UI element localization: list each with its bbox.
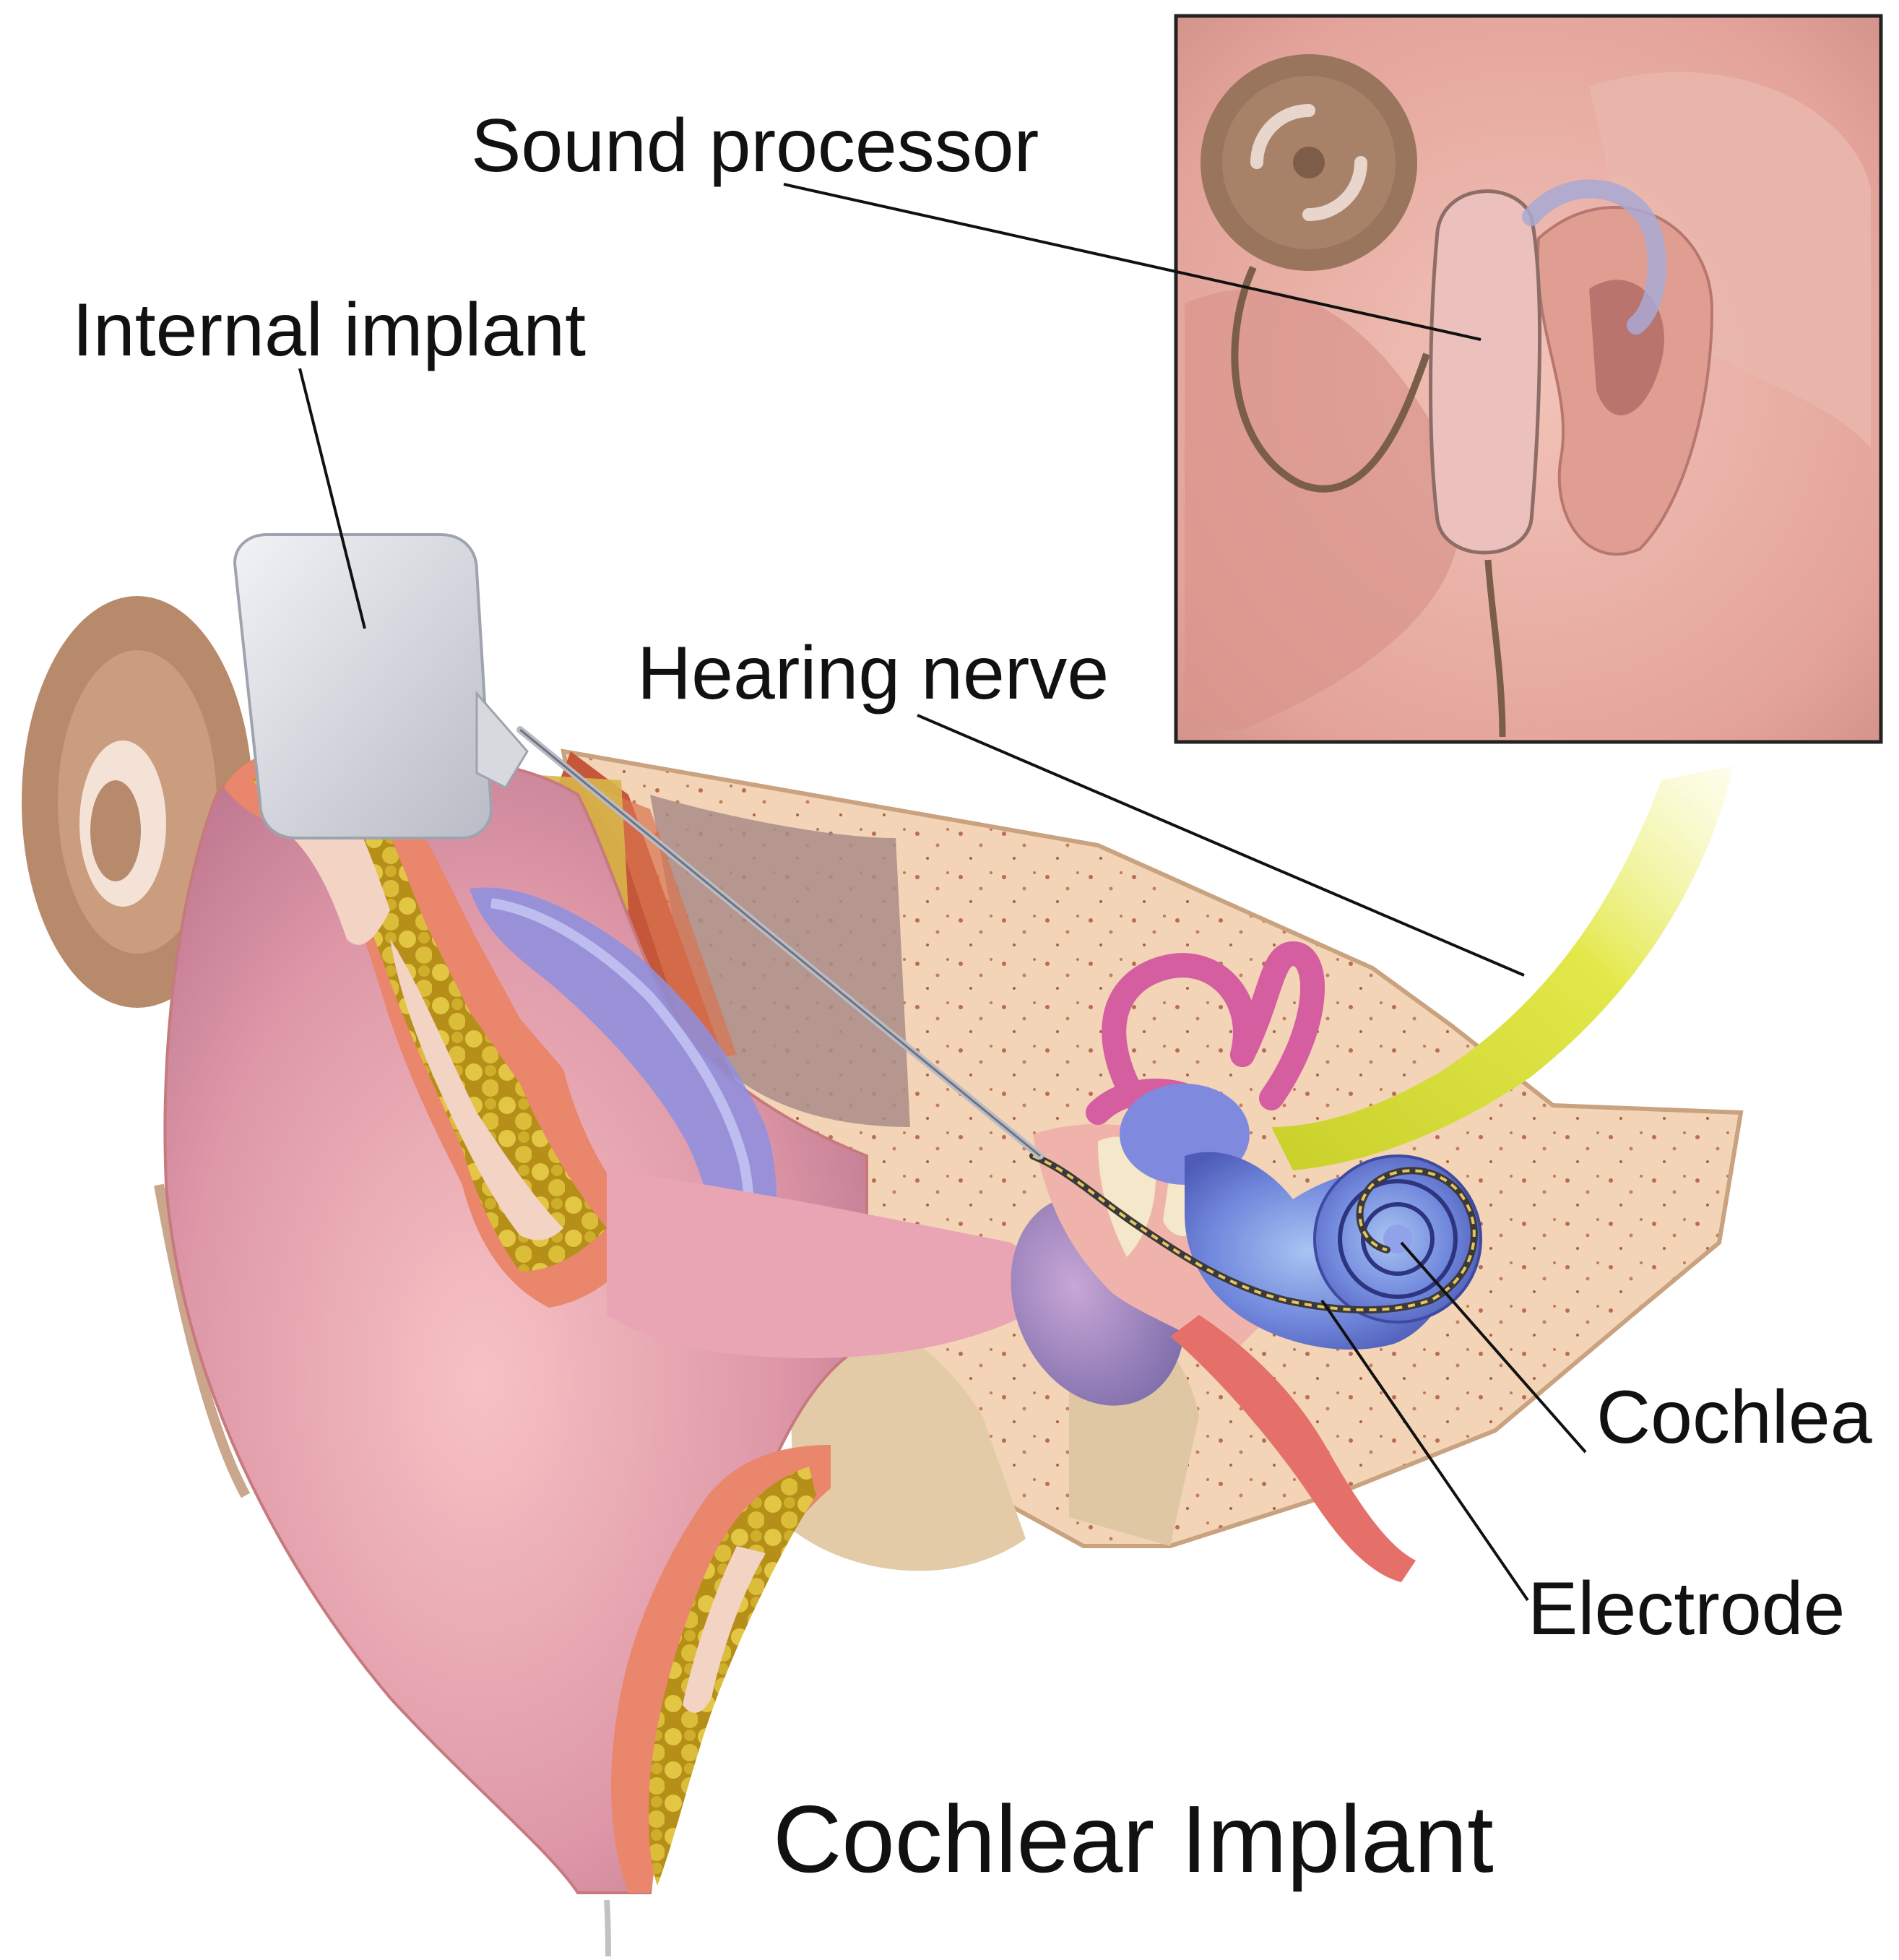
leader-electrode [1320, 1299, 1529, 1602]
cochlea-shape [1185, 1152, 1482, 1350]
label-sound-processor: Sound processor [471, 104, 1039, 188]
leader-internal-implant [298, 368, 366, 629]
transmitter-coil-icon [1201, 54, 1417, 271]
ear-cross-section [22, 533, 1744, 1957]
label-electrode: Electrode [1528, 1567, 1846, 1651]
leader-sound-processor [783, 183, 1481, 341]
label-cochlea: Cochlea [1596, 1376, 1872, 1459]
leader-hearing-nerve [917, 714, 1525, 977]
leader-lines [298, 183, 1587, 1602]
electrode-array-shape [1029, 1152, 1478, 1314]
behind-ear-processor-icon [1429, 179, 1666, 738]
label-hearing-nerve: Hearing nerve [637, 631, 1109, 715]
leader-cochlea [1400, 1241, 1587, 1454]
label-internal-implant: Internal implant [72, 288, 587, 372]
external-coil-icon [22, 596, 253, 1498]
hearing-nerve-shape [1271, 766, 1734, 1170]
diagram-title: Cochlear Implant [773, 1786, 1494, 1892]
internal-implant-icon [233, 533, 1044, 1160]
sound-processor-inset [1174, 14, 1883, 744]
